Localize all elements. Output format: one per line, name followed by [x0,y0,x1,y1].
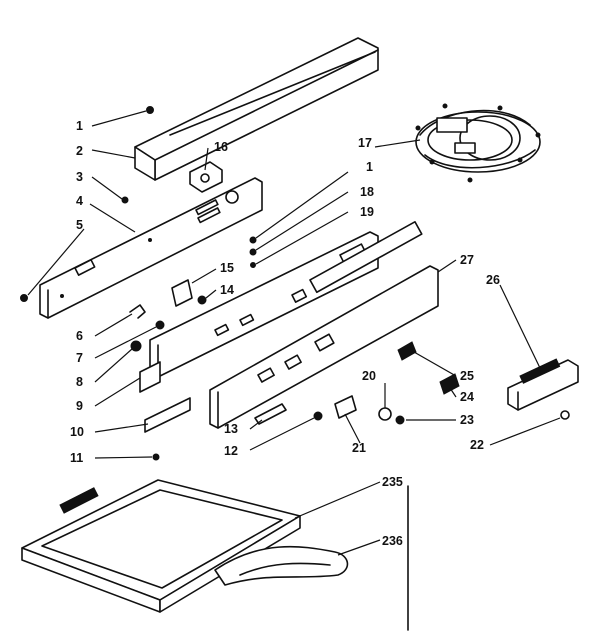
label-7: 7 [76,351,83,365]
screw-14 [197,295,207,305]
clip-6 [129,304,146,319]
label-8: 8 [76,375,83,389]
label-236: 236 [382,534,403,548]
leader-lines [27,110,561,556]
lint-tray [21,479,301,613]
label-3: 3 [76,170,83,184]
timer-housing [507,358,579,411]
label-6: 6 [76,329,83,343]
label-11: 11 [70,451,83,465]
screw-1b [249,236,257,244]
switch-15 [171,279,193,307]
label-5: 5 [76,218,83,232]
label-235: 235 [382,475,403,489]
label-2: 2 [76,144,83,158]
label-1b: 1 [366,160,373,174]
label-24: 24 [460,390,474,404]
back-panel [39,177,263,319]
label-17: 17 [358,136,372,150]
label-21: 21 [352,441,366,455]
label-14: 14 [220,283,234,297]
bulb-22 [560,410,570,420]
screw-11 [152,453,160,461]
switch-21 [334,395,357,419]
knob-8 [130,340,142,352]
label-25: 25 [460,369,474,383]
console-top-cover [134,37,379,181]
grommet-20 [378,407,392,421]
tray-handle [214,545,349,586]
washer-18 [249,248,257,256]
switch-24 [439,373,460,395]
washer-7 [155,320,165,330]
label-19: 19 [360,205,374,219]
label-16: 16 [214,140,228,154]
nut-23 [395,415,405,425]
label-10: 10 [70,425,84,439]
switch-25 [397,341,417,361]
label-4: 4 [76,194,83,208]
wiring-harness [415,103,541,183]
label-12: 12 [224,444,238,458]
label-27: 27 [460,253,474,267]
screw-1 [146,106,154,114]
label-9: 9 [76,399,83,413]
label-22: 22 [470,438,484,452]
label-15: 15 [220,261,234,275]
control-panel-front [209,221,439,429]
label-20: 20 [362,369,376,383]
bracket-16 [189,161,223,193]
screw-3 [121,196,129,204]
label-26: 26 [486,273,500,287]
button-13 [254,403,287,425]
label-18: 18 [360,185,374,199]
label-1: 1 [76,119,83,133]
nut-12 [313,411,323,421]
part-labels: 1 2 3 4 5 16 17 1 18 19 15 14 6 7 8 9 10… [70,119,500,548]
screw-5 [20,294,28,302]
label-13: 13 [224,422,238,436]
screw-19 [250,262,256,268]
label-23: 23 [460,413,474,427]
